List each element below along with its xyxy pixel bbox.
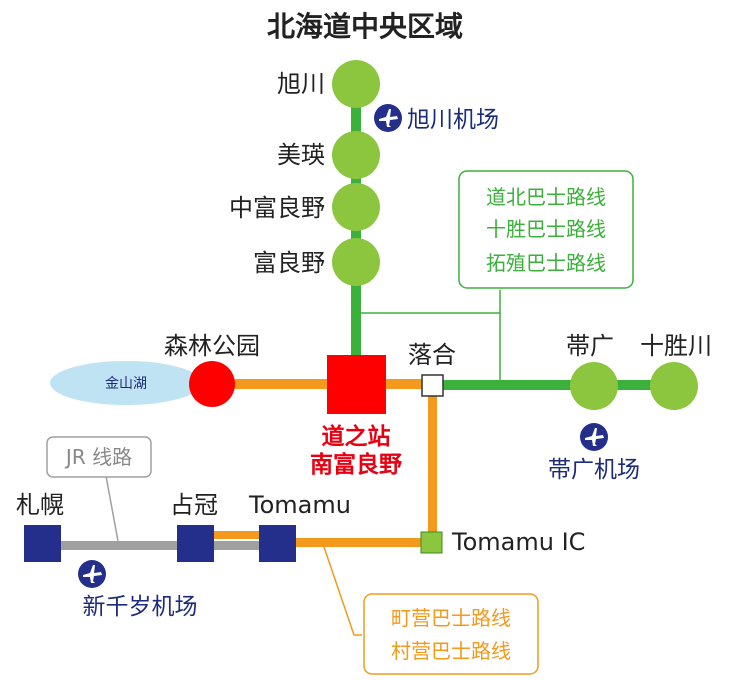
station-biei-label: 美瑛 [277, 141, 325, 169]
jr-legend-label: JR 线路 [64, 445, 132, 469]
station-sapporo-label: 札幌 [16, 491, 64, 519]
station-forest-park-label: 森林公园 [164, 332, 260, 360]
airplane-icon [580, 423, 608, 451]
station-sapporo-marker[interactable] [24, 525, 61, 562]
lake-label: 金山湖 [105, 376, 147, 392]
orange-line-link [214, 531, 276, 539]
airplane-icon [78, 560, 106, 588]
jr-line-west [60, 541, 180, 550]
green-bus-legend-1: 道北巴士路线 [486, 185, 606, 209]
station-obihiro-marker[interactable] [570, 362, 618, 410]
jr-line-mid [214, 541, 276, 550]
orange-legend-leader [323, 546, 362, 636]
station-shimukappu-marker[interactable] [177, 525, 214, 562]
station-tokachigawa-marker[interactable] [650, 362, 698, 410]
station-michi-no-eki-label-2: 南富良野 [310, 451, 402, 478]
orange-line-south [428, 390, 437, 542]
station-biei-marker[interactable] [332, 131, 380, 179]
green-bus-legend-2: 十胜巴士路线 [486, 217, 606, 241]
lake-shape [50, 361, 202, 405]
station-shimukappu-label: 占冠 [170, 491, 218, 519]
jr-legend-leader [105, 475, 119, 542]
station-asahikawa-label: 旭川 [277, 70, 325, 98]
jr-legend-box [46, 436, 152, 478]
airport-obihiro-label: 帯广机场 [548, 457, 640, 483]
station-obihiro-label: 帯广 [566, 332, 614, 360]
station-tomamu-marker[interactable] [259, 525, 296, 562]
station-tokachigawa-label: 十胜川 [640, 332, 712, 360]
station-ochiai-label: 落合 [408, 341, 456, 369]
station-forest-park-marker[interactable] [189, 361, 235, 407]
station-tomamu-ic-marker[interactable] [420, 531, 443, 554]
station-asahikawa-marker[interactable] [332, 60, 380, 108]
station-tomamu-label: Tomamu [248, 491, 351, 519]
airplane-icon [374, 104, 402, 132]
orange-line-west [212, 379, 432, 389]
station-nakafurano-marker[interactable] [332, 183, 380, 231]
station-michi-no-eki-marker[interactable] [327, 355, 386, 414]
green-bus-legend-3: 拓殖巴士路线 [486, 251, 606, 275]
station-ochiai-marker[interactable] [421, 374, 444, 397]
map-title: 北海道中央区域 [267, 10, 463, 43]
airport-new-chitose-label: 新千岁机场 [83, 594, 198, 620]
green-legend-leader [361, 290, 501, 314]
station-michi-no-eki-label-1: 道之站 [322, 423, 391, 450]
orange-bus-legend-1: 町营巴士路线 [391, 606, 511, 630]
station-tomamu-ic-label: Tomamu IC [451, 528, 585, 556]
station-nakafurano-label: 中富良野 [229, 194, 325, 222]
green-line-east [440, 380, 680, 390]
green-bus-legend-box [458, 170, 634, 289]
station-furano-marker[interactable] [332, 238, 380, 286]
station-furano-label: 富良野 [253, 249, 325, 277]
orange-line-bottom [296, 538, 432, 547]
orange-bus-legend-box [363, 593, 539, 675]
orange-bus-legend-2: 村营巴士路线 [391, 639, 511, 663]
airport-asahikawa-label: 旭川机场 [407, 107, 499, 133]
